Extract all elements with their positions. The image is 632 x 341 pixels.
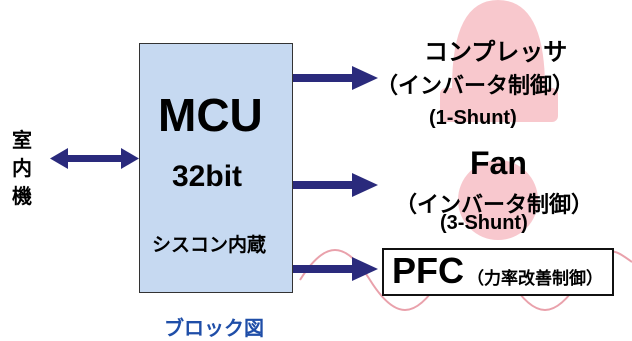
arrow-to-compressor bbox=[293, 66, 378, 90]
arrows bbox=[50, 66, 378, 281]
indoor-unit-bidirectional-arrow bbox=[50, 148, 139, 169]
arrow-to-fan bbox=[293, 173, 378, 197]
mcu-title: MCU bbox=[158, 89, 263, 141]
mcu-bits: 32bit bbox=[172, 160, 243, 193]
fan-control: （インバータ制御） bbox=[395, 193, 594, 218]
indoor-unit-label-char-2: 内 bbox=[12, 156, 32, 180]
decorative-background bbox=[440, 0, 558, 240]
fan-shunt: (3-Shunt) bbox=[440, 212, 528, 234]
mcu-block bbox=[139, 43, 293, 293]
diagram-caption: ブロック図 bbox=[164, 316, 264, 340]
fan-decoration-shape bbox=[458, 160, 538, 240]
pfc-title: PFC bbox=[392, 250, 464, 291]
compressor-control: （インバータ制御） bbox=[376, 74, 575, 99]
compressor-decoration-shape bbox=[452, 0, 545, 88]
indoor-unit-label-char-3: 機 bbox=[12, 184, 32, 208]
arrow-to-pfc bbox=[293, 257, 378, 281]
indoor-unit-label-char-1: 室 bbox=[12, 128, 32, 152]
compressor-title: コンプレッサ bbox=[424, 38, 568, 66]
mcu-feature: シスコン内蔵 bbox=[152, 234, 267, 256]
pfc-block bbox=[382, 248, 614, 296]
fan-title: Fan bbox=[470, 145, 527, 181]
pfc-control: （力率改善制御） bbox=[467, 269, 603, 289]
compressor-decoration-base bbox=[440, 88, 558, 122]
compressor-shunt: (1-Shunt) bbox=[429, 107, 517, 129]
